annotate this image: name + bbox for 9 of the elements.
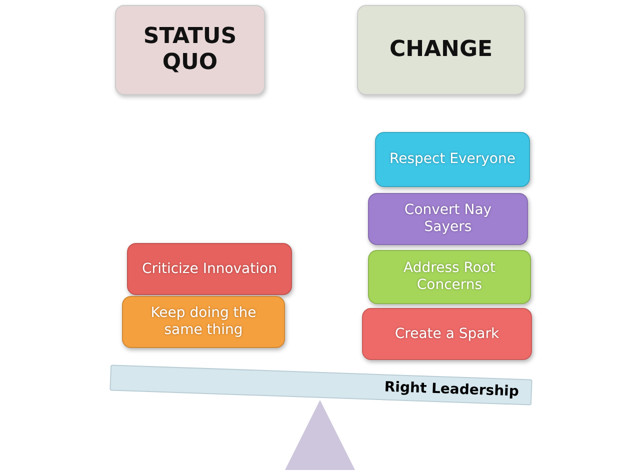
balance-plank: Right Leadership	[110, 364, 532, 406]
process-box: Criticize Innovation	[127, 243, 292, 295]
process-box: Convert Nay Sayers	[368, 193, 528, 245]
process-box: Create a Spark	[362, 308, 532, 360]
process-box: Keep doing the same thing	[122, 296, 285, 348]
process-box: Respect Everyone	[375, 132, 530, 187]
process-box: Address Root Concerns	[368, 250, 531, 304]
status-box: CHANGE	[357, 5, 525, 95]
status-box: STATUS QUO	[115, 5, 265, 95]
